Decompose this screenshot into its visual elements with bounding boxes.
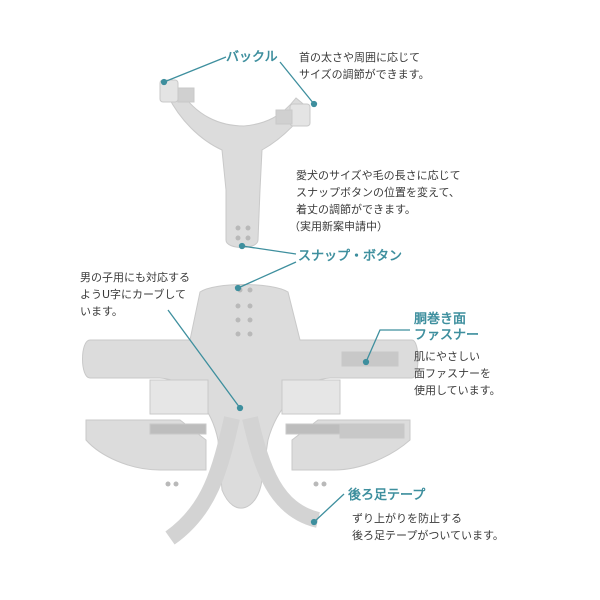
buckle-heading: バックル xyxy=(226,50,278,65)
snap-desc-line-4: （実用新案申請中） xyxy=(289,220,388,233)
buckle-desc-line-2: サイズの調節ができます。 xyxy=(299,68,430,81)
buckle-right xyxy=(289,103,311,127)
u-curve-line-2: ようU字にカーブして xyxy=(80,288,187,301)
fastener-heading-line-2: ファスナー xyxy=(414,328,480,343)
fastener-desc-line-1: 肌にやさしい xyxy=(414,350,480,363)
hind-tape-heading: 後ろ足テープ xyxy=(348,488,426,503)
fastener-heading-line-1: 胴巻き面 xyxy=(414,312,467,327)
fastener-desc-line-2: 面ファスナーを xyxy=(414,367,491,380)
hind-tape-desc-line-2: 後ろ足テープがついています。 xyxy=(352,529,504,542)
snap-desc-line-3: 着丈の調節ができます。 xyxy=(296,203,416,216)
neck-strap xyxy=(167,89,309,248)
fastener-desc-line-3: 使用しています。 xyxy=(414,384,501,397)
buckle-desc-line-1: 首の太さや周囲に応じて xyxy=(299,51,420,64)
u-curve-line-3: います。 xyxy=(80,305,123,318)
hind-tape-desc-line-1: ずり上がりを防止する xyxy=(352,512,462,525)
snap-desc-line-1: 愛犬のサイズや毛の長さに応じて xyxy=(296,169,461,182)
u-curve-line-1: 男の子用にも対応する xyxy=(80,271,190,284)
snap-button-heading: スナップ・ボタン xyxy=(298,249,403,264)
snap-desc-line-2: スナップボタンの位置を変えて、 xyxy=(296,186,460,199)
hind-leg-tape xyxy=(165,416,240,545)
